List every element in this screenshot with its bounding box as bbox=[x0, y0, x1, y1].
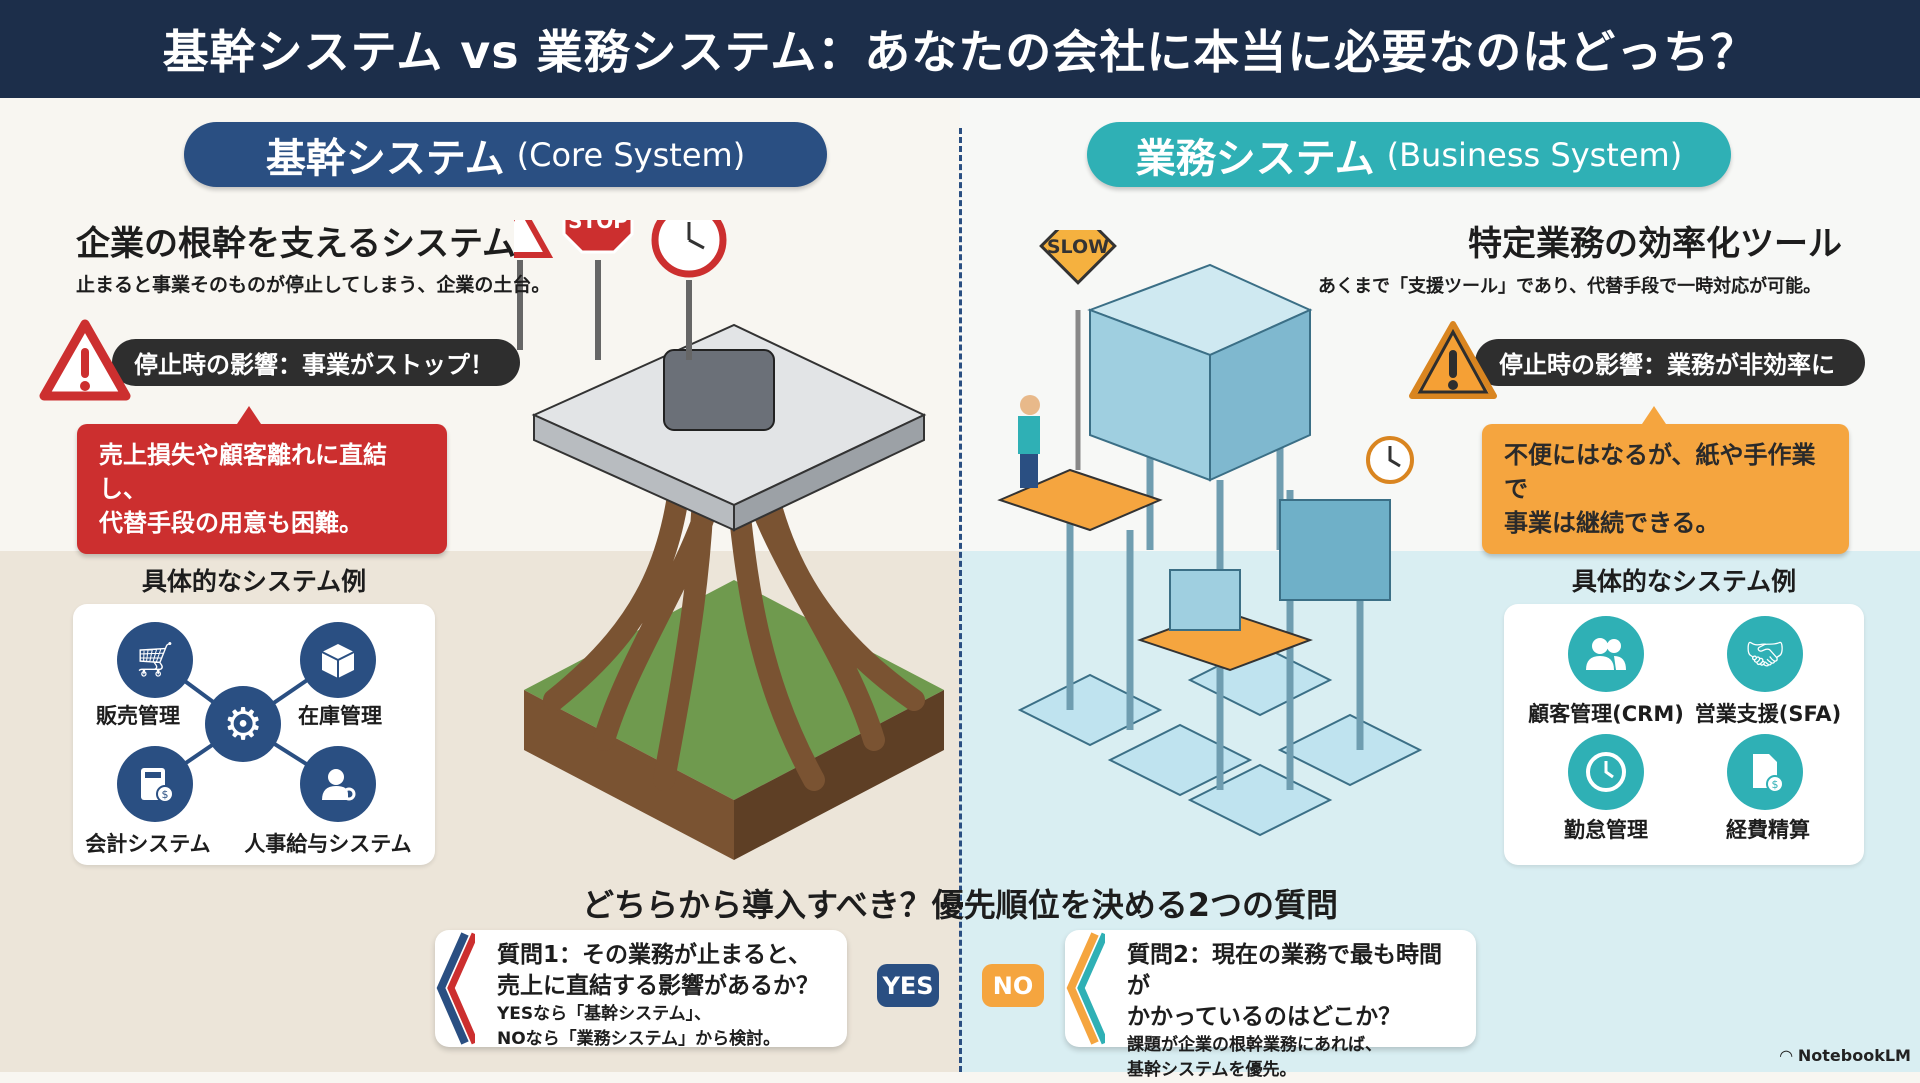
question-1-note: NOなら「業務システム」から検討。 bbox=[497, 1029, 781, 1049]
handshake-icon: 🤝︎ bbox=[1727, 616, 1803, 692]
core-foundation-illustration: STOP ⚙ bbox=[514, 220, 944, 860]
business-pill-english: (Business System) bbox=[1386, 135, 1683, 174]
core-impact-detail-line: 代替手段の用意も困難。 bbox=[99, 509, 363, 537]
question-1-card: 質問1：その業務が止まると、 売上に直結する影響があるか？ YESなら「基幹シス… bbox=[435, 930, 847, 1049]
red-gear-icon: ⚙ bbox=[514, 307, 515, 361]
document-box-icon bbox=[1279, 499, 1391, 601]
notebooklm-logo-icon: ◠ bbox=[1780, 1046, 1798, 1065]
yes-badge: YES bbox=[877, 964, 939, 1007]
notebooklm-watermark: ◠ NotebookLM bbox=[1780, 1046, 1911, 1065]
question-2-text: かかっているのはどこか？ bbox=[1127, 1004, 1402, 1030]
cart-icon: 🛒︎ bbox=[117, 622, 193, 698]
svg-text:$: $ bbox=[1772, 778, 1779, 791]
question-1-note: YESなら「基幹システム」、 bbox=[497, 1004, 712, 1024]
core-pill-title: 基幹システム bbox=[265, 135, 505, 182]
stop-sign-icon: STOP bbox=[562, 220, 634, 360]
core-heading: 企業の根幹を支えるシステム bbox=[76, 224, 516, 264]
business-impact-detail: 不便にはなるが、紙や手作業で 事業は継続できる。 bbox=[1482, 406, 1849, 554]
chevron-left-icon bbox=[436, 932, 475, 1045]
no-badge: NO bbox=[982, 964, 1044, 1007]
business-examples-card: 🤝︎ $ 顧客管理(CRM) 営業支援(SFA) 勤怠管理 経費精算 bbox=[1504, 604, 1864, 865]
engine-icon bbox=[663, 349, 775, 431]
core-system-pill: 基幹システム (Core System) bbox=[184, 122, 827, 187]
example-label: 会計システム bbox=[85, 832, 211, 856]
customers-icon bbox=[1568, 616, 1644, 692]
broken-clock-icon bbox=[651, 220, 727, 360]
user-gear-icon bbox=[300, 746, 376, 822]
example-label: 販売管理 bbox=[96, 704, 180, 728]
core-impact-pill: 停止時の影響：事業がストップ！ bbox=[112, 339, 520, 386]
calculator-icon: $ bbox=[117, 746, 193, 822]
chevron-left-icon bbox=[1066, 932, 1105, 1045]
core-impact-text: 停止時の影響：事業がストップ！ bbox=[134, 351, 494, 379]
stop-sign-label: STOP bbox=[568, 220, 628, 233]
expense-document-icon: $ bbox=[1727, 734, 1803, 810]
person-icon bbox=[1018, 395, 1040, 488]
business-scaffold-illustration: SLOW bbox=[997, 230, 1423, 837]
gear-icon: ⚙ bbox=[205, 686, 281, 762]
business-impact-detail-line: 事業は継続できる。 bbox=[1504, 509, 1720, 537]
question-2-note: 課題が企業の根幹業務にあれば、 bbox=[1127, 1035, 1382, 1055]
business-pill-title: 業務システム bbox=[1135, 135, 1375, 182]
core-examples-card: 🛒︎ ⚙ $ 販売管理 在庫管理 会計システム 人事給与システム bbox=[73, 604, 435, 865]
question-2-text: 質問2：現在の業務で最も時間が bbox=[1127, 942, 1443, 999]
data-cube-icon bbox=[1169, 569, 1241, 631]
example-label: 顧客管理(CRM) bbox=[1528, 702, 1684, 726]
slow-sign-label: SLOW bbox=[1047, 236, 1109, 258]
example-label: 人事給与システム bbox=[244, 832, 412, 856]
watermark-text: NotebookLM bbox=[1797, 1046, 1911, 1065]
svg-text:$: $ bbox=[162, 788, 169, 801]
business-impact-detail-line: 不便にはなるが、紙や手作業で bbox=[1504, 441, 1816, 503]
business-system-pill: 業務システム (Business System) bbox=[1087, 122, 1731, 187]
question-2-card: 質問2：現在の業務で最も時間が かかっているのはどこか？ 課題が企業の根幹業務に… bbox=[1065, 930, 1476, 1080]
question-2-note: 基幹システムを優先。 bbox=[1127, 1060, 1297, 1080]
business-examples-heading: 具体的なシステム例 bbox=[1571, 567, 1797, 596]
question-1-text: 売上に直結する影響があるか？ bbox=[497, 973, 819, 999]
business-subtitle: あくまで「支援ツール」であり、代替手段で一時対応が可能。 bbox=[1318, 276, 1822, 297]
example-label: 在庫管理 bbox=[298, 704, 382, 728]
warning-icon bbox=[39, 319, 131, 401]
business-heading: 特定業務の効率化ツール bbox=[1468, 224, 1842, 264]
core-subtitle: 止まると事業そのものが停止してしまう、企業の土台。 bbox=[76, 274, 551, 296]
clock-icon bbox=[1366, 436, 1414, 484]
example-label: 経費精算 bbox=[1726, 818, 1810, 842]
business-impact-pill: 停止時の影響：業務が非効率に bbox=[1475, 339, 1865, 386]
core-impact-detail-line: 売上損失や顧客離れに直結し、 bbox=[99, 441, 387, 503]
core-pill-english: (Core System) bbox=[516, 135, 746, 174]
box-icon bbox=[300, 622, 376, 698]
warning-sign-icon bbox=[514, 220, 554, 350]
example-label: 勤怠管理 bbox=[1564, 818, 1648, 842]
core-impact-detail: 売上損失や顧客離れに直結し、 代替手段の用意も困難。 bbox=[77, 406, 447, 554]
example-label: 営業支援(SFA) bbox=[1694, 702, 1842, 726]
center-divider bbox=[959, 128, 962, 1072]
warning-icon bbox=[1409, 321, 1497, 399]
slow-sign-icon: SLOW bbox=[1039, 230, 1117, 470]
core-examples-heading: 具体的なシステム例 bbox=[141, 567, 367, 596]
clock-icon bbox=[1568, 734, 1644, 810]
business-impact-text: 停止時の影響：業務が非効率に bbox=[1499, 351, 1835, 379]
question-1-text: 質問1：その業務が止まると、 bbox=[497, 942, 812, 968]
page-title: 基幹システム vs 業務システム：あなたの会社に本当に必要なのはどっち？ bbox=[0, 0, 1920, 98]
questions-heading: どちらから導入すべき？優先順位を決める2つの質問 bbox=[581, 886, 1339, 924]
